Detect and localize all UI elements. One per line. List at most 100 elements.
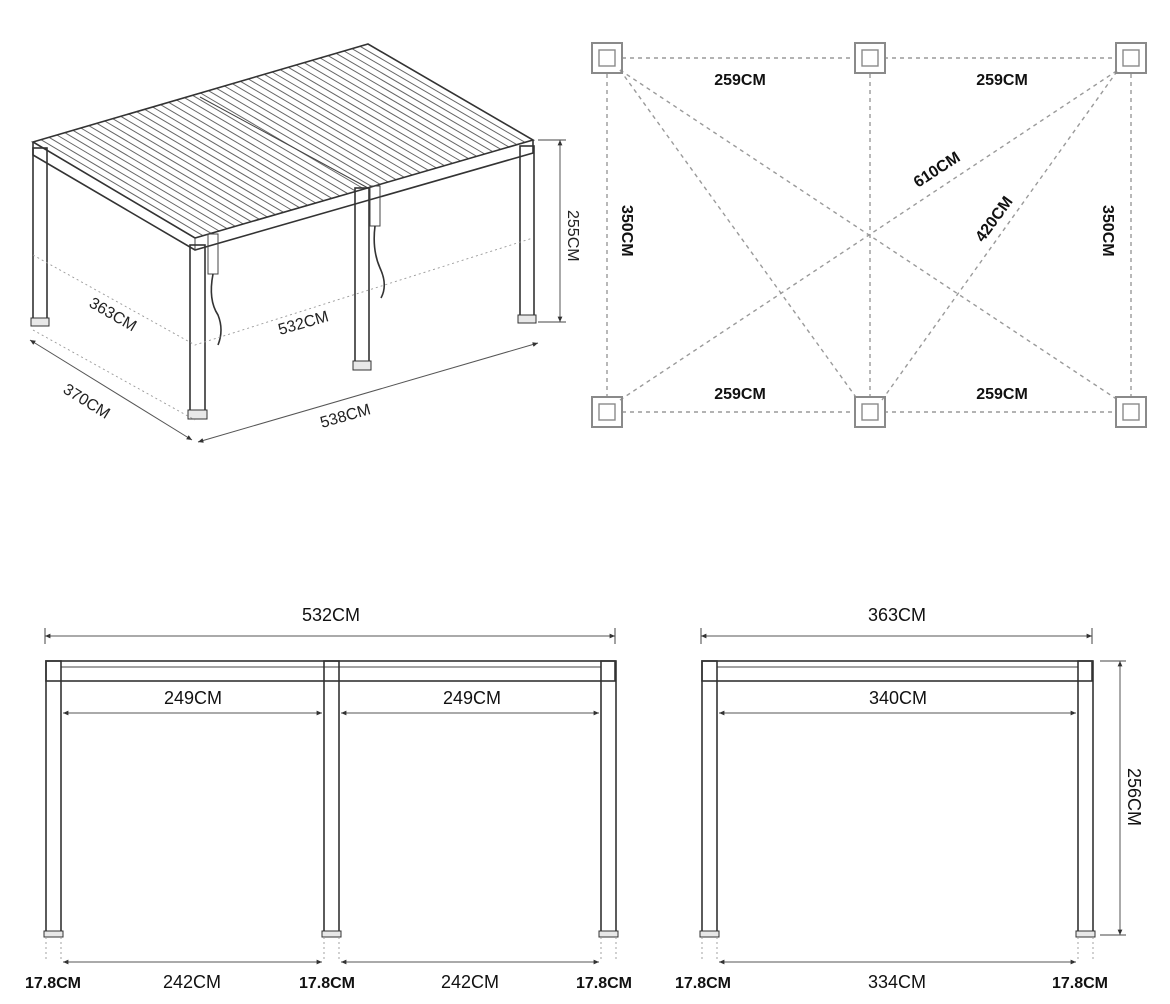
iso-roof-guide [32,237,534,346]
front-post-middle [323,660,340,934]
post-footprint-top-right [1115,42,1147,74]
plan-half-diagonal-2 [881,69,1119,401]
label-plan-top-right: 259CM [976,72,1028,89]
louver-slat [232,83,397,181]
louver-slat [351,48,518,146]
louver-slat [56,134,220,232]
louver-slat [112,118,276,216]
label-plan-left-depth: 350CM [618,205,635,257]
label-plan-bottom-right: 259CM [976,386,1028,403]
side-foot-left [699,930,720,938]
louver-slat [192,94,357,192]
label-roof-depth: 363CM [86,295,139,336]
iso-post-back-right [517,145,537,324]
plan-view: 259CM 259CM 259CM 259CM 350CM 350CM 610C… [591,42,1147,428]
front-view: 532CM 249CM 249CM 17.8CM 242CM 17.8CM 24… [25,605,632,992]
louver-slat [335,52,502,150]
label-iso-height: 255CM [564,210,581,262]
louver-slat [240,80,405,178]
roof-center-beam [199,96,369,189]
louver-slat [280,69,445,167]
front-post-left [45,660,62,934]
post-footprint-bottom-middle [854,396,886,428]
louver-slat [144,108,308,206]
louver-slat [295,64,461,162]
label-front-post-left: 17.8CM [25,975,81,992]
louver-slat [48,136,212,234]
louver-slat [248,78,413,176]
front-foot-right [598,930,619,938]
louver-slat [184,97,349,195]
louver-slat [287,66,453,164]
label-side-height: 256CM [1124,768,1144,826]
louver-slat [88,125,252,223]
front-top-beam [45,660,616,682]
dim-front-ticks [44,628,616,644]
post-footprint-top-middle [854,42,886,74]
louver-slat [264,73,429,171]
label-base-depth: 370CM [60,381,113,423]
front-foot-left [43,930,64,938]
louver-slat [343,50,510,148]
louver-slat [224,85,389,183]
louver-slat [327,55,494,153]
label-side-post-right: 17.8CM [1052,975,1108,992]
label-front-gap-left: 242CM [163,972,221,992]
label-side-gap: 334CM [868,972,926,992]
dim-side-ticks [700,628,1093,644]
motor-cable-right [369,185,386,299]
post-footprint-bottom-left [591,396,623,428]
iso-base-guide [32,329,196,421]
louver-slat [168,101,333,199]
label-plan-right-depth: 350CM [1099,205,1116,257]
louver-slat [359,45,526,143]
label-plan-top-left: 259CM [714,72,766,89]
iso-post-middle [352,187,372,371]
louver-slat [128,113,292,211]
louver-slat [176,99,341,197]
label-roof-width: 532CM [276,308,330,339]
side-post-right [1077,660,1094,934]
label-plan-bottom-left: 259CM [714,386,766,403]
dim-base-depth [29,339,193,441]
front-beam [32,140,534,251]
louver-slat [72,129,236,227]
dim-height-ticks [538,139,566,323]
label-front-gap-right: 242CM [441,972,499,992]
iso-post-front-left [30,147,50,327]
front-post-right [600,660,617,934]
post-footprint-top-left [591,42,623,74]
louver-slat [216,87,381,185]
louver-slat [120,115,284,213]
motor-cable-left [207,233,222,346]
front-bottom-guides [45,937,617,962]
label-front-bay-right: 249CM [443,688,501,708]
louver-slat [311,59,477,157]
louver-slat [104,120,268,218]
side-top-beam [701,660,1093,682]
label-plan-diagonal-half: 420CM [972,194,1016,246]
louver-slat [256,76,421,174]
dim-base-width [197,342,539,443]
louver-slat [96,122,260,220]
side-view: 363CM 340CM 256CM 17.8CM 334CM 17.8CM [675,605,1144,992]
louver-slat [152,106,316,204]
label-side-inner: 340CM [869,688,927,708]
louver-slat [136,111,300,209]
side-post-left [701,660,718,934]
dim-side-height-ticks [1100,660,1126,936]
label-side-post-left: 17.8CM [675,975,731,992]
label-plan-diagonal-full: 610CM [911,149,964,191]
label-front-bay-left: 249CM [164,688,222,708]
label-base-width: 538CM [318,401,372,432]
louver-slat [80,127,244,225]
louver-slat [272,71,437,169]
label-front-overall: 532CM [302,605,360,625]
plan-diagonal-2 [619,69,1119,401]
side-bottom-guides [701,937,1094,962]
label-side-overall: 363CM [868,605,926,625]
louver-slat [303,62,469,160]
side-foot-right [1075,930,1096,938]
louver-slat [64,132,228,230]
